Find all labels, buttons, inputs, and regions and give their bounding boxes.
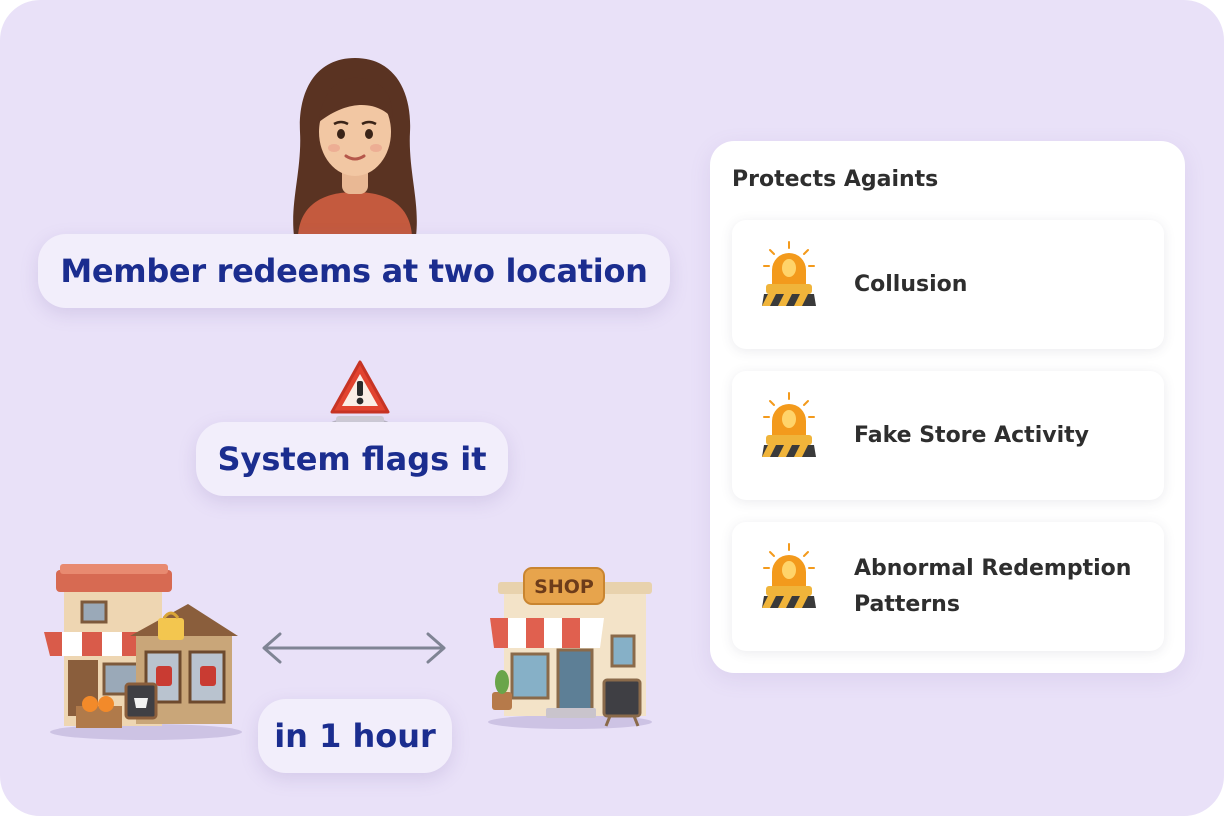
protection-card-fake-store: Fake Store Activity (732, 371, 1164, 500)
protects-against-panel: Protects Againts Collusion (710, 141, 1185, 673)
member-redeems-label: Member redeems at two location (38, 234, 670, 308)
card-label-collusion: Collusion (854, 271, 968, 297)
store-left-icon (44, 564, 242, 740)
siren-icon (762, 543, 816, 608)
protection-card-abnormal-redemption: Abnormal Redemption Patterns (732, 522, 1164, 651)
siren-icon (762, 241, 816, 306)
warning-icon (330, 360, 390, 430)
system-flags-label: System flags it (196, 422, 508, 496)
siren-icon (762, 392, 816, 457)
card-label-fake-store: Fake Store Activity (854, 422, 1089, 448)
double-arrow-icon (262, 632, 446, 664)
shop-sign-text: SHOP (534, 576, 594, 598)
protection-card-collusion: Collusion (732, 220, 1164, 349)
card-label-abnormal-redemption: Abnormal Redemption Patterns (854, 555, 1132, 617)
time-window-label: in 1 hour (258, 699, 452, 773)
panel-title: Protects Againts (732, 167, 939, 192)
member-avatar-icon (293, 58, 417, 236)
store-right-icon: SHOP (488, 567, 652, 729)
